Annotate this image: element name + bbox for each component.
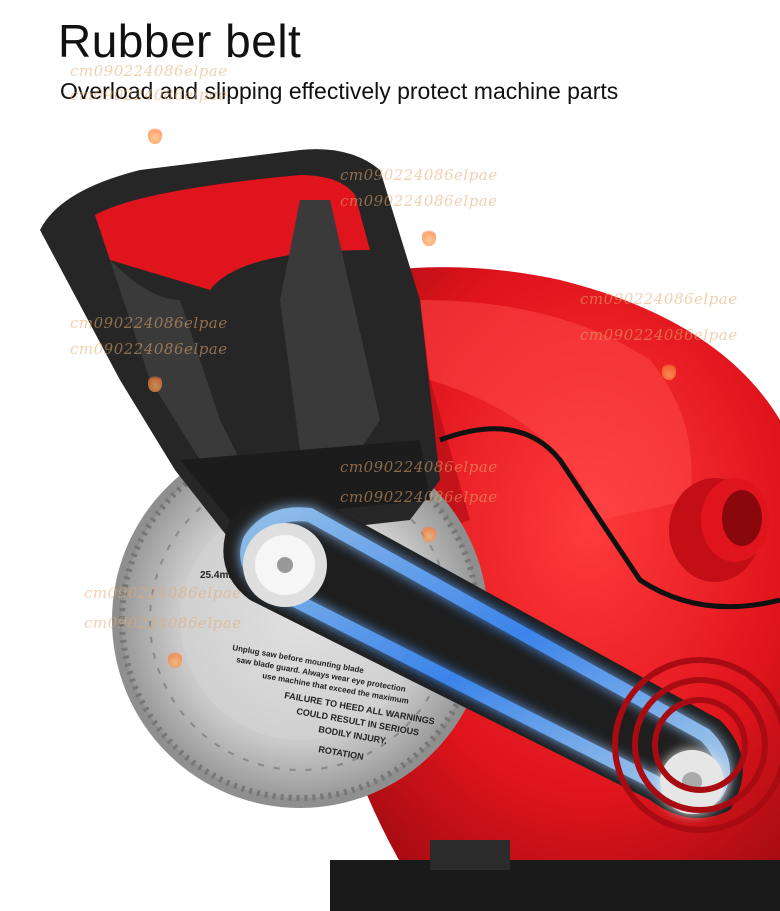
- watermark: cm090224086elpae: [84, 614, 242, 632]
- watermark: cm090224086elpae: [340, 458, 498, 476]
- headline: Rubber belt: [58, 15, 302, 67]
- flame-icon: [148, 374, 162, 392]
- motor-fan-grill: [612, 657, 780, 833]
- watermark: cm090224086elpae: [70, 62, 228, 80]
- flame-icon: [168, 650, 182, 668]
- front-pulley: [243, 523, 327, 607]
- flame-icon: [422, 228, 436, 246]
- flame-icon: [662, 362, 676, 380]
- power-cable: [439, 426, 780, 610]
- blade-size-label: 25.4mm: [200, 570, 237, 581]
- watermark: cm090224086elpae: [580, 290, 738, 308]
- saw-base: [330, 840, 780, 911]
- watermark: cm090224086elpae: [70, 340, 228, 358]
- handle: [40, 149, 440, 540]
- dust-port: [669, 478, 769, 582]
- watermark: cm090224086elpae: [70, 314, 228, 332]
- watermark: cm090224086elpae: [84, 584, 242, 602]
- watermark: cm090224086elpae: [70, 86, 228, 104]
- watermark: cm090224086elpae: [340, 488, 498, 506]
- flame-icon: [422, 524, 436, 542]
- watermark: cm090224086elpae: [580, 326, 738, 344]
- watermark: cm090224086elpae: [340, 192, 498, 210]
- subline: Overload and slipping effectively protec…: [60, 78, 619, 104]
- flame-icon: [148, 126, 162, 144]
- watermark: cm090224086elpae: [340, 166, 498, 184]
